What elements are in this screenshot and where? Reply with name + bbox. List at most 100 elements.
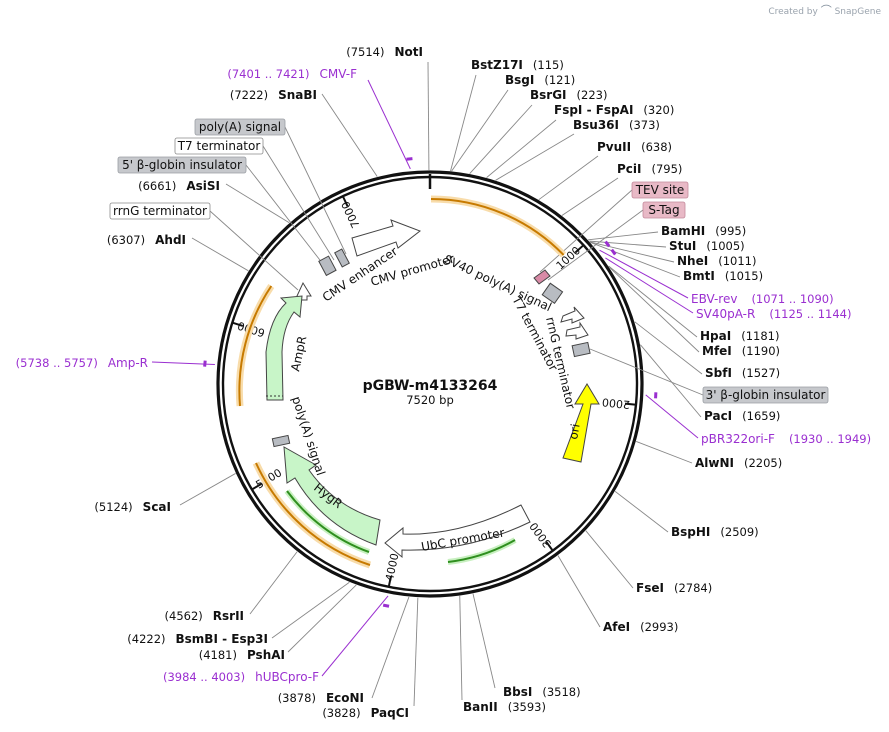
enzyme-site[interactable]: BanII(3593)	[463, 700, 546, 714]
enzyme-site[interactable]: EcoNI(3878)	[278, 691, 364, 705]
feature-label-text: TEV site	[635, 183, 685, 197]
feature-leader	[245, 164, 324, 265]
tick-mark-3000	[545, 541, 554, 551]
primer-label[interactable]: Amp-R(5738 .. 5757)	[16, 356, 148, 370]
boxed-feature-label[interactable]: poly(A) signal	[194, 118, 286, 136]
enzyme-name: ScaI	[143, 500, 171, 514]
plasmid-name: pGBW-m4133264	[363, 378, 498, 394]
sv40-pink-box[interactable]	[533, 269, 551, 285]
boxed-feature-label[interactable]: T7 terminator	[174, 137, 264, 155]
enzyme-site[interactable]: FseI(2784)	[636, 581, 712, 595]
feature-leader	[547, 209, 644, 281]
enzyme-name: BspHI	[671, 525, 710, 539]
ampr-arrow[interactable]	[265, 295, 303, 401]
enzyme-leader	[614, 491, 669, 533]
enzyme-site[interactable]: AsiSI(6661)	[138, 179, 220, 193]
orf-arc-4	[286, 490, 370, 553]
primer-label[interactable]: hUBCpro-F(3984 .. 4003)	[163, 670, 319, 684]
enzyme-site[interactable]: PaqCI(3828)	[322, 706, 409, 720]
enzyme-site[interactable]: AlwNI(2205)	[695, 456, 782, 470]
hygr-arrow[interactable]	[283, 446, 381, 546]
enzyme-position: (1527)	[742, 366, 780, 380]
ubc-promoter-arrow[interactable]	[384, 504, 531, 559]
orf-arc-2	[238, 285, 273, 407]
enzyme-site[interactable]: AhdI(6307)	[107, 233, 186, 247]
primer-label[interactable]: EBV-rev(1071 .. 1090)	[691, 292, 834, 306]
primer-range: (5738 .. 5757)	[16, 356, 98, 370]
enzyme-position: (6661)	[138, 179, 176, 193]
enzyme-site[interactable]: BsrGI(223)	[530, 88, 607, 102]
feature-label-sv40-polya: SV40 poly(A) signal	[442, 252, 554, 314]
enzyme-site[interactable]: BstZ17I(115)	[471, 58, 564, 72]
feature-label-box	[109, 202, 211, 220]
enzyme-site[interactable]: PacI(1659)	[704, 409, 780, 423]
feature-label-box	[194, 118, 286, 136]
enzyme-name: MfeI	[702, 344, 732, 358]
enzyme-name: PshAI	[247, 648, 285, 662]
enzyme-site[interactable]: BsgI(121)	[505, 73, 575, 87]
enzyme-site[interactable]: PvuII(638)	[597, 140, 672, 154]
enzyme-site[interactable]: AfeI(2993)	[603, 620, 678, 634]
enzyme-leader	[459, 595, 463, 701]
primer-range: (1125 .. 1144)	[769, 307, 851, 321]
orf-arc-1-glow	[430, 195, 567, 258]
enzyme-site[interactable]: MfeI(1190)	[702, 344, 780, 358]
feature-label-box	[631, 181, 689, 199]
enzyme-site[interactable]: HpaI(1181)	[700, 329, 779, 343]
enzyme-site[interactable]: BsmBI - Esp3I(4222)	[127, 632, 268, 646]
feature-label-box	[117, 156, 247, 174]
enzyme-site[interactable]: NotI (7514)	[346, 45, 423, 59]
tick-mark-4000	[387, 575, 392, 587]
enzyme-position: (3593)	[508, 700, 546, 714]
enzyme-site[interactable]: ScaI(5124)	[94, 500, 171, 514]
enzyme-site[interactable]: BspHI (2509)	[671, 525, 759, 539]
enzyme-site[interactable]: StuI(1005)	[669, 239, 745, 253]
tick-label-3000: 3000	[527, 520, 554, 550]
sv40-polya-box[interactable]	[541, 282, 564, 305]
primer-range: (1930 .. 1949)	[789, 432, 871, 446]
enzyme-leader	[640, 344, 702, 418]
boxed-feature-label[interactable]: S-Tag	[642, 201, 686, 219]
boxed-feature-label[interactable]: 3' β-globin insulator	[702, 386, 829, 404]
ori-arrow[interactable]	[562, 383, 600, 463]
feature-label-box	[702, 386, 829, 404]
enzyme-site[interactable]: BbsI(3518)	[503, 685, 581, 699]
enzyme-site[interactable]: PciI(795)	[617, 162, 682, 176]
primer-name: SV40pA-R	[696, 307, 755, 321]
enzyme-position: (7514)	[346, 45, 384, 59]
feature-label-text: 5' β-globin insulator	[122, 158, 242, 172]
t7-terminator-arrow[interactable]	[560, 306, 585, 324]
enzyme-site[interactable]: Bsu36I(373)	[573, 118, 660, 132]
insulator-box-5[interactable]	[334, 248, 350, 268]
enzyme-site[interactable]: FspI - FspAI(320)	[554, 103, 674, 117]
enzyme-name: SbfI	[705, 366, 732, 380]
polya-signal-box[interactable]	[318, 255, 337, 277]
boxed-feature-label[interactable]: 5' β-globin insulator	[117, 156, 247, 174]
enzyme-site[interactable]: NheI(1011)	[677, 254, 756, 268]
rrng-terminator-arrow[interactable]	[565, 321, 589, 340]
primer-label[interactable]: pBR322ori-F(1930 .. 1949)	[701, 432, 871, 446]
enzyme-site[interactable]: PshAI(4181)	[199, 648, 285, 662]
enzyme-site[interactable]: SnaBI(7222)	[230, 88, 317, 102]
primer-label[interactable]: SV40pA-R (1125 .. 1144)	[696, 307, 851, 321]
primer-label[interactable]: CMV-F(7401 .. 7421)	[227, 67, 357, 81]
boxed-feature-label[interactable]: rrnG terminator	[109, 202, 211, 220]
enzyme-site[interactable]: BmtI(1015)	[683, 269, 763, 283]
feature-leader	[539, 189, 633, 273]
enzyme-name: AlwNI	[695, 456, 734, 470]
enzyme-site[interactable]: RsrII(4562)	[165, 609, 244, 623]
enzyme-name: BsmBI - Esp3I	[176, 632, 268, 646]
cmv-arrow[interactable]	[351, 219, 422, 257]
enzyme-position: (2509)	[720, 525, 758, 539]
polya-box-lower[interactable]	[271, 434, 291, 448]
boxed-feature-label[interactable]: TEV site	[631, 181, 689, 199]
enzyme-position: (320)	[643, 103, 674, 117]
enzyme-name: NotI	[395, 45, 424, 59]
enzyme-site[interactable]: SbfI (1527)	[705, 366, 780, 380]
enzyme-position: (795)	[652, 162, 683, 176]
enzyme-position: (2784)	[674, 581, 712, 595]
enzyme-site[interactable]: BamHI(995)	[661, 224, 746, 238]
enzyme-name: BbsI	[503, 685, 532, 699]
insulator-box-3[interactable]	[571, 341, 591, 358]
